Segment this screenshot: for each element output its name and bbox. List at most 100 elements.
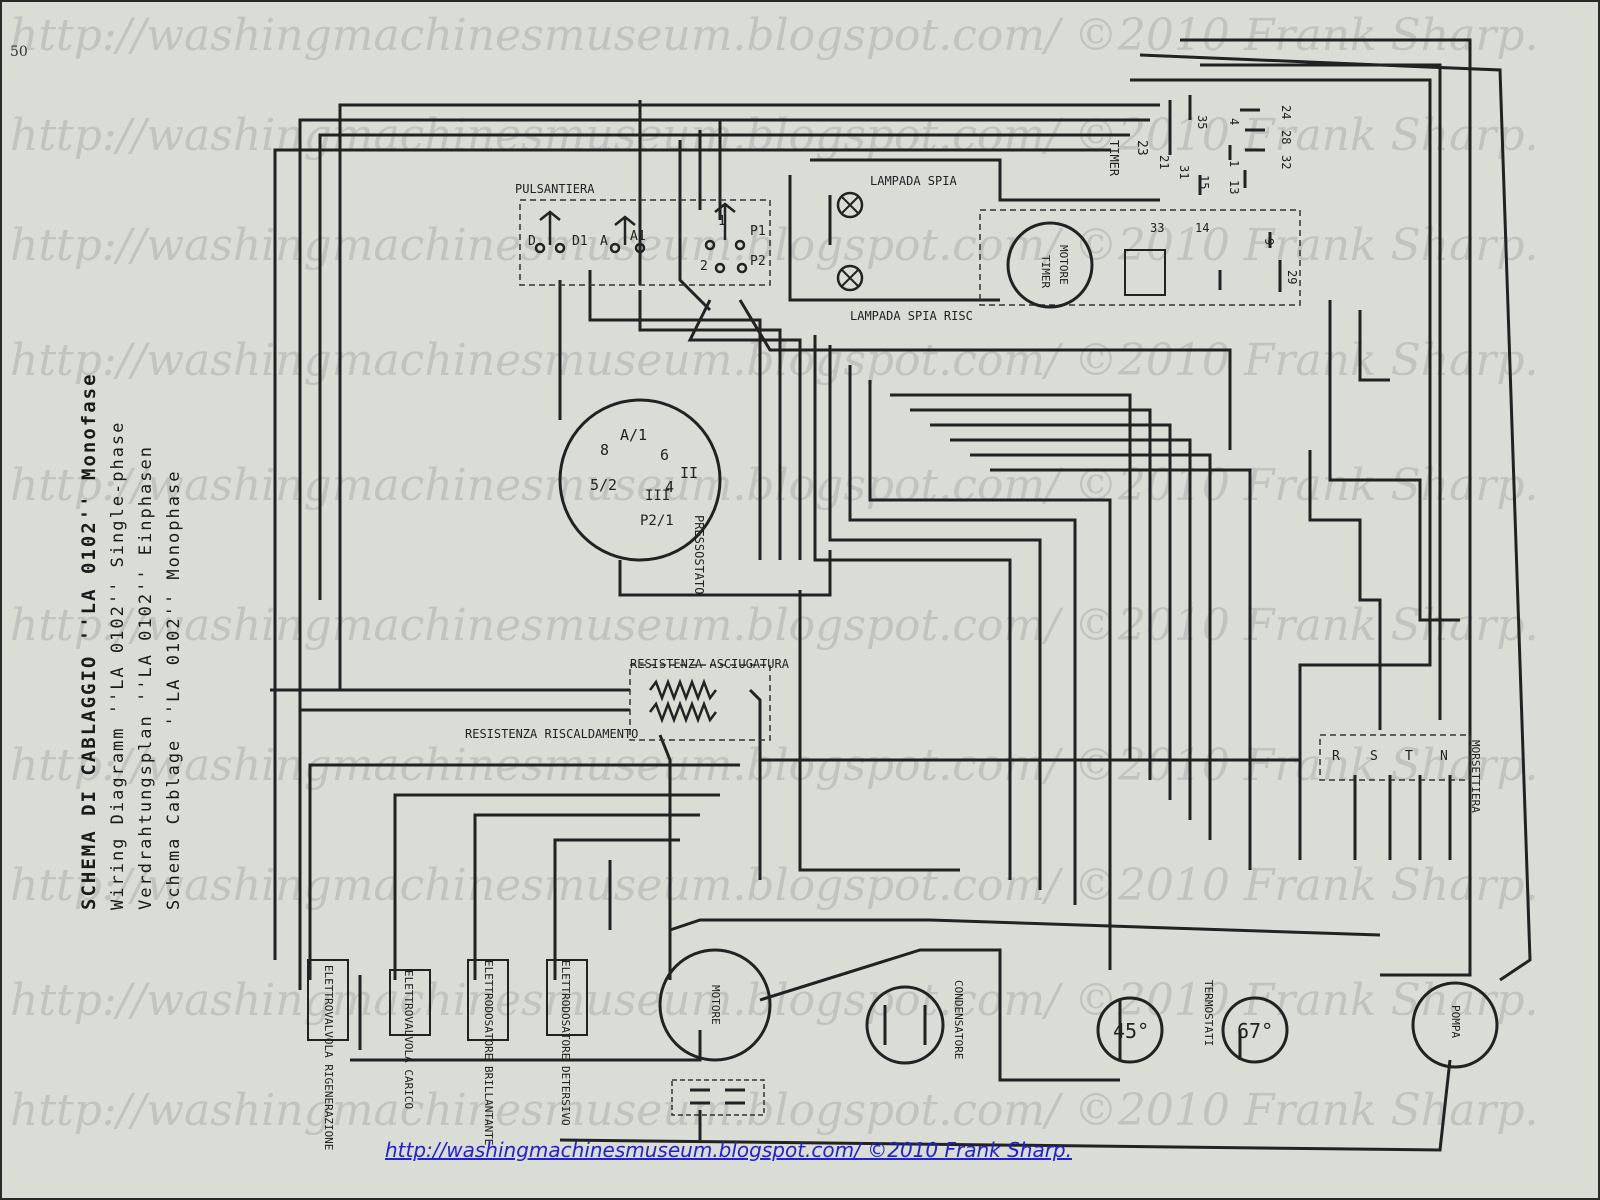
timer-contact-label: 28 — [1279, 130, 1293, 144]
resistenza-asciugatura-label: RESISTENZA ASCIUGATURA — [630, 657, 790, 671]
morsettiera-box — [1319, 734, 1471, 781]
footer-link[interactable]: http://washingmachinesmuseum.blogspot.co… — [385, 1138, 1072, 1162]
timer-contact-label: 32 — [1279, 155, 1293, 169]
ev-carico-label: ELETTROVALVOLA CARICO — [402, 970, 415, 1109]
switch-icon — [614, 215, 636, 245]
timer-motor-body — [1006, 221, 1094, 309]
button-label: A — [600, 234, 608, 249]
motore-label: MOTORE — [709, 985, 722, 1025]
resistance-box — [629, 664, 771, 741]
component-enclosures — [519, 199, 1471, 781]
thermostat-45-label: 45° — [1113, 1019, 1149, 1043]
watermark-line: http://washingmachinesmuseum.blogspot.co… — [10, 10, 1539, 61]
button-label: D — [528, 234, 536, 249]
terminal-icon — [704, 239, 716, 251]
valves: ELETTROVALVOLA RIGENERAZIONE ELETTROVALV… — [307, 959, 588, 1150]
button-label: P1 — [750, 224, 766, 239]
button-label: 1 — [718, 214, 726, 229]
timer-contact-label: 23 — [1134, 140, 1149, 156]
watermark-line: http://washingmachinesmuseum.blogspot.co… — [10, 460, 1539, 511]
timer-contact-label: 14 — [1195, 221, 1209, 235]
terminal-label: N — [1440, 749, 1448, 764]
ev-rigenerazione-label: ELETTROVALVOLA RIGENERAZIONE — [322, 965, 335, 1150]
resistenza-riscaldamento-label: RESISTENZA RISCALDAMENTO — [465, 727, 638, 741]
watermark-line: http://washingmachinesmuseum.blogspot.co… — [10, 220, 1539, 271]
watermark-line: http://washingmachinesmuseum.blogspot.co… — [10, 335, 1539, 386]
terminal-label: S — [1370, 749, 1378, 764]
watermark-line: http://washingmachinesmuseum.blogspot.co… — [10, 860, 1539, 911]
timer-motor: MOTORE TIMER — [1006, 221, 1094, 309]
pressostato-pin-label: II — [680, 464, 698, 482]
switch-icon — [539, 210, 561, 245]
pulsantiera: PULSANTIERA D D1 A A1 1 P1 2 P2 — [515, 182, 766, 274]
timer-contact-label: 1 — [1227, 160, 1241, 167]
button-label: P2 — [750, 254, 766, 269]
motor-icon — [658, 948, 772, 1062]
lamp-icon — [841, 196, 859, 214]
morsettiera: MORSETTIERA R S T N — [1332, 740, 1482, 860]
indicator-lamps: LAMPADA SPIA LAMPADA SPIA RISC — [836, 174, 973, 323]
watermark-line: http://washingmachinesmuseum.blogspot.co… — [10, 600, 1539, 651]
ed-detersivo-label: ELETTRODOSATORE DETERSIVO — [559, 960, 572, 1126]
capacitor-icon — [865, 985, 945, 1065]
switch-icon — [714, 202, 736, 240]
capacitor: CONDENSATORE — [865, 980, 965, 1065]
terminal-icon — [634, 242, 646, 254]
terminal-icon — [554, 242, 566, 254]
timer-label: TIMER — [1107, 140, 1121, 177]
lampada-spia-label: LAMPADA SPIA — [870, 174, 957, 188]
page-number: 50 — [10, 44, 28, 60]
timer-contact-label: 21 — [1157, 155, 1171, 169]
morsettiera-label: MORSETTIERA — [1469, 740, 1482, 813]
terminal-icon — [609, 242, 621, 254]
terminal-icon — [734, 239, 746, 251]
watermark-line: http://washingmachinesmuseum.blogspot.co… — [10, 740, 1539, 791]
pressostato-pin-label: 4 — [665, 478, 674, 496]
button-label: 2 — [700, 259, 708, 274]
motore-timer-label: TIMER — [1039, 255, 1052, 288]
resistances: RESISTENZA ASCIUGATURA RESISTENZA RISCAL… — [465, 657, 790, 741]
timer-box — [979, 209, 1301, 306]
wire-set — [270, 38, 1532, 1152]
pump-icon — [1411, 981, 1499, 1069]
supply-leads — [1353, 775, 1452, 860]
thermostats: 45° 67° TERMOSTATI — [1096, 980, 1289, 1064]
pulsantiera-box — [519, 199, 771, 286]
pulsantiera-label: PULSANTIERA — [515, 182, 595, 196]
heater-coil-icon — [649, 678, 717, 702]
capacitor-plates — [883, 1005, 927, 1045]
pressostato-label: PRESSOSTATO — [692, 515, 706, 594]
pressostato-pin-label: P2/1 — [640, 513, 674, 529]
pressostato: A/1 6 II 8 5/2 III 4 P2/1 PRESSOSTATO — [558, 398, 722, 594]
timer-contact-bars — [1124, 95, 1282, 296]
timer-contact-label: 13 — [1227, 180, 1241, 194]
motor-terminal-box — [671, 1079, 765, 1116]
main-motor: MOTORE — [658, 948, 772, 1116]
button-label: D1 — [572, 234, 588, 249]
heater-coil-icon — [649, 700, 717, 724]
terminal-label: R — [1332, 749, 1340, 764]
termostati-label: TERMOSTATI — [1202, 980, 1215, 1046]
pressostato-pin-label: 6 — [660, 446, 669, 464]
lamp-icon — [836, 264, 864, 292]
timer-contacts: TIMER 23 21 31 35 4 15 24 28 32 1 13 14 … — [1107, 95, 1299, 296]
timer-contact-label: 24 — [1279, 105, 1293, 119]
pump: POMPA — [1411, 981, 1499, 1069]
timer-contact-label: 33 — [1150, 221, 1164, 235]
timer-contact-label: 29 — [1285, 270, 1299, 284]
timer-contact-label: 4 — [1227, 118, 1241, 125]
switch-symbols — [534, 202, 748, 274]
terminal-label: T — [1405, 749, 1413, 764]
timer-contact-label: 31 — [1177, 165, 1191, 179]
terminal-icon — [534, 242, 546, 254]
terminal-icon — [714, 262, 726, 274]
lampada-spia-risc-label: LAMPADA SPIA RISC — [850, 309, 973, 323]
watermark-line: http://washingmachinesmuseum.blogspot.co… — [10, 1085, 1539, 1136]
pressostato-body — [558, 398, 722, 562]
thermostat-icon — [1096, 996, 1164, 1064]
button-label: A1 — [630, 229, 646, 244]
pompa-label: POMPA — [1449, 1005, 1462, 1038]
